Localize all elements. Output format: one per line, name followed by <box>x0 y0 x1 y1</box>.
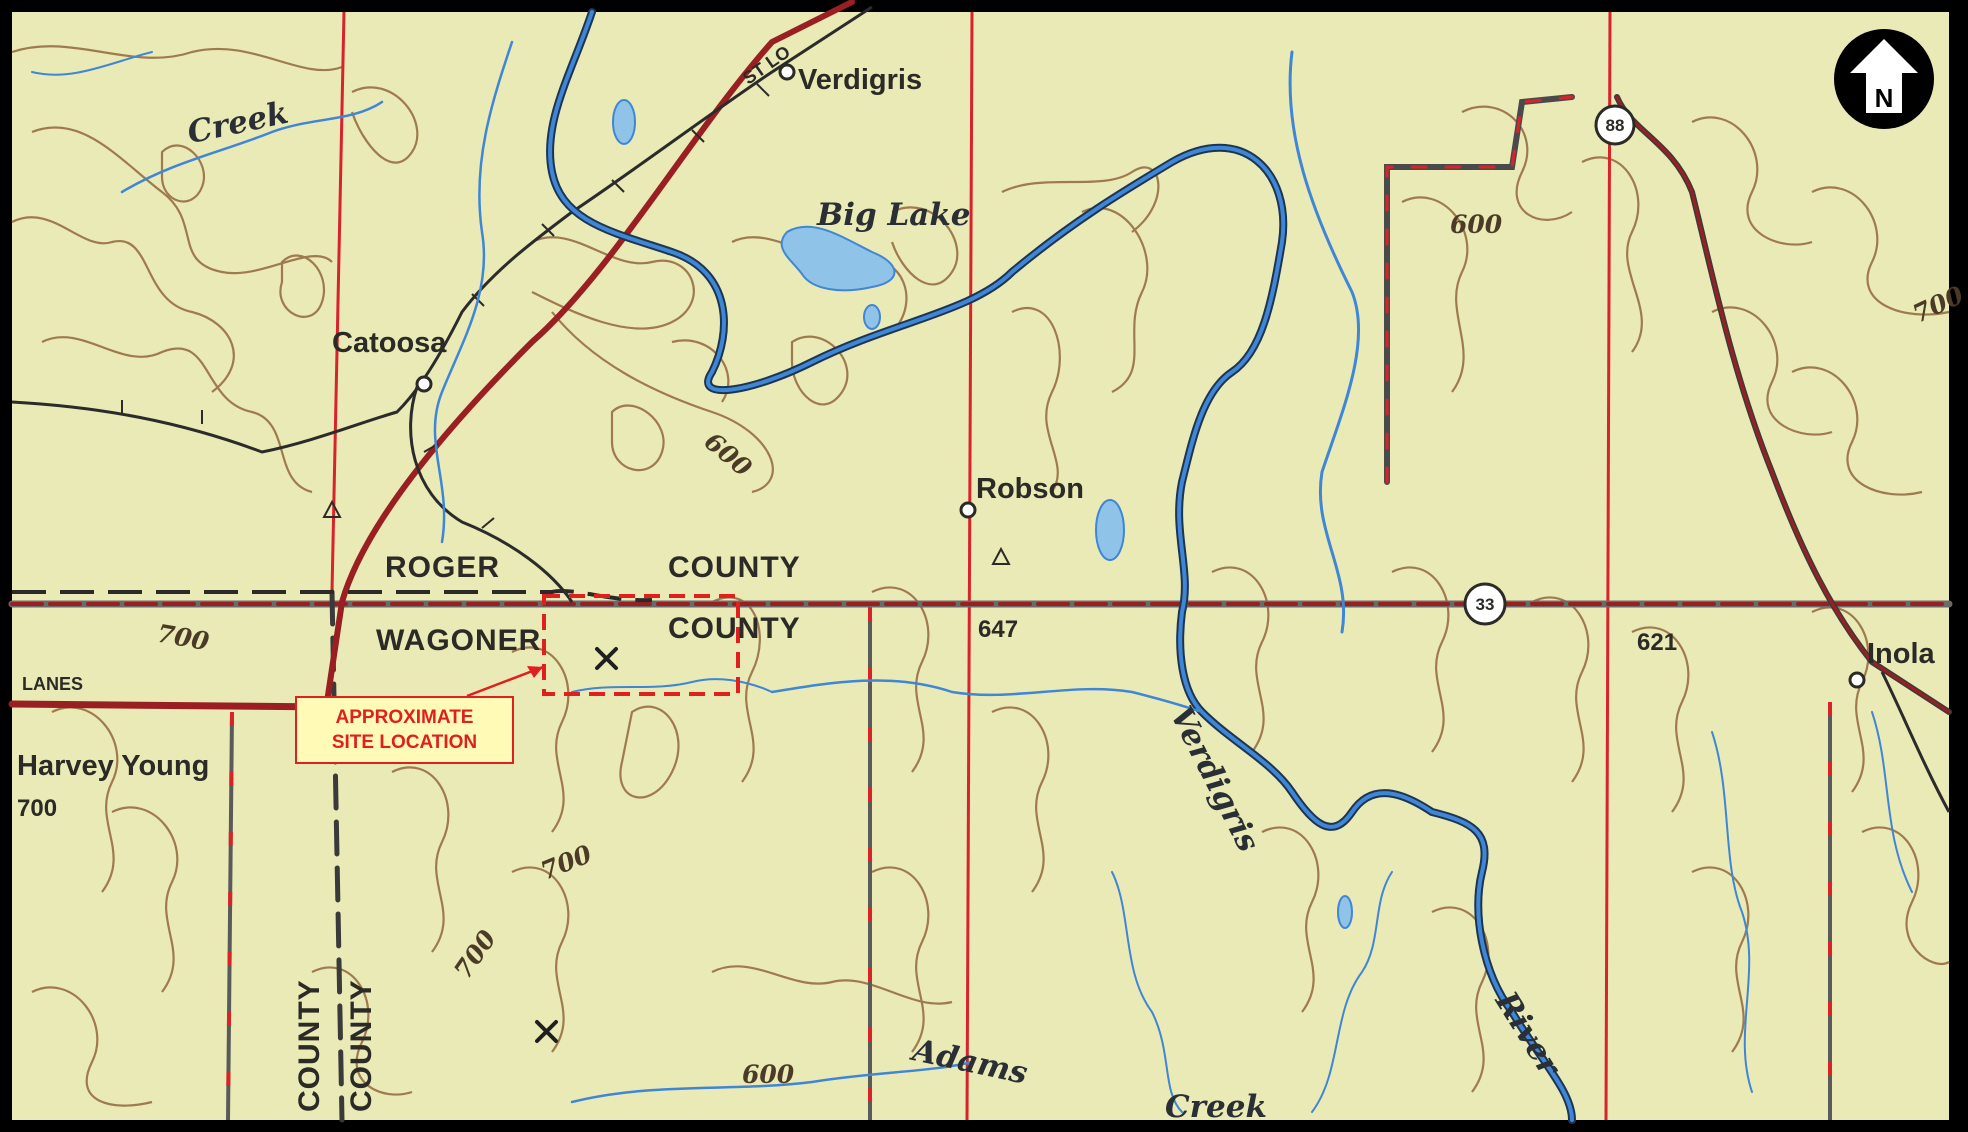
elevation-label-647: 647 <box>978 616 1019 643</box>
topographic-map: 33 88 <box>8 0 1953 1124</box>
elevation-label-700: 700 <box>17 795 58 822</box>
contour-label-600-ne: 600 <box>1450 210 1503 239</box>
county-label-vertical-right: COUNTY <box>345 979 378 1112</box>
railroads <box>11 5 1951 813</box>
land-background <box>12 12 1949 1120</box>
elevation-label-621: 621 <box>1637 629 1678 656</box>
county-label-wagoner: WAGONER <box>376 624 542 657</box>
town-label-catoosa: Catoosa <box>332 327 447 359</box>
site-location-callout: APPROXIMATE SITE LOCATION <box>295 696 514 764</box>
contour-lines <box>11 45 1950 1107</box>
route-88-label: 88 <box>1606 116 1625 135</box>
north-arrow-icon: N <box>1834 29 1934 129</box>
contour-label-600-s: 600 <box>742 1060 795 1089</box>
north-arrow-letter: N <box>1875 83 1894 113</box>
town-label-robson: Robson <box>976 473 1084 505</box>
county-label-county-south: COUNTY <box>668 612 801 645</box>
route-33-shield-icon: 33 <box>1463 582 1507 626</box>
callout-line-2: SITE LOCATION <box>331 732 478 753</box>
county-boundary <box>12 589 653 603</box>
county-label-county-north: COUNTY <box>668 551 801 584</box>
county-label-vertical-left: COUNTY <box>293 979 326 1112</box>
route-88-shield-icon: 88 <box>1594 104 1636 146</box>
callout-line-1: APPROXIMATE <box>335 707 474 728</box>
roads <box>8 0 1953 1123</box>
site-marker <box>466 594 740 698</box>
water-label-creek-south: Creek <box>1165 1089 1267 1125</box>
county-label-roger: ROGER <box>385 551 501 584</box>
section-lines <box>330 11 1612 1121</box>
town-label-verdigris: Verdigris <box>798 64 923 96</box>
town-label-inola: Inola <box>1867 638 1935 670</box>
road-label-lanes: LANES <box>22 674 84 694</box>
route-33-label: 33 <box>1476 595 1495 614</box>
rivers <box>31 8 1913 1124</box>
mine-symbol-icon <box>535 647 618 1043</box>
benchmark-icon <box>322 499 1011 565</box>
town-label-harvey-young: Harvey Young <box>17 750 210 782</box>
town-markers <box>415 63 1866 689</box>
lakes <box>612 99 1353 929</box>
section-lines-dashed <box>226 607 1832 1121</box>
water-label-big-lake: Big Lake <box>817 197 971 233</box>
